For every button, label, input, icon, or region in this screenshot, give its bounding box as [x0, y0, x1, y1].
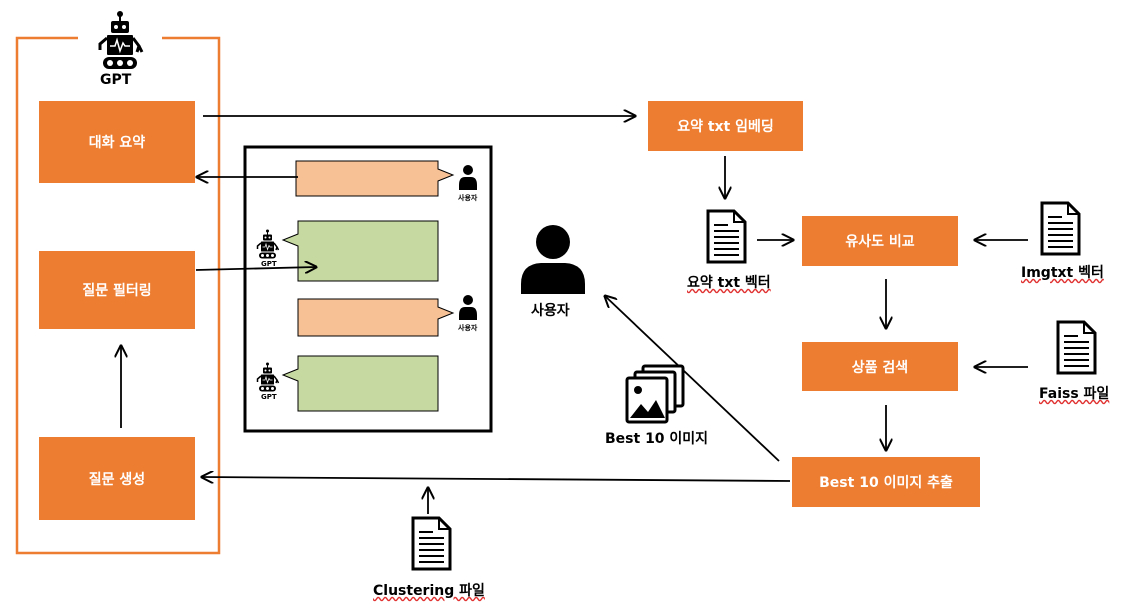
search-box: 상품 검색: [802, 342, 958, 391]
imgtxt-vector-label: Imgtxt 벡터: [1021, 265, 1104, 281]
chat-user-label: 사용자: [458, 324, 478, 332]
generate-box: 질문 생성: [39, 437, 195, 520]
user-label: 사용자: [531, 303, 570, 319]
gpt-label: GPT: [100, 72, 132, 88]
chat-bubble-gpt-2: [281, 355, 439, 412]
extract-box-label: Best 10 이미지 추출: [819, 475, 953, 491]
chat-bubble-user-1: [295, 160, 455, 197]
similarity-box: 유사도 비교: [802, 216, 958, 266]
robot-icon: [98, 11, 144, 69]
user-icon: [521, 225, 585, 294]
clustering-file-label: Clustering 파일: [373, 583, 485, 599]
search-box-label: 상품 검색: [851, 359, 909, 376]
arrow-filter-to-chat: [195, 267, 316, 270]
document-icon: [706, 209, 747, 264]
robot-icon: [256, 229, 280, 259]
summary-box: 대화 요약: [39, 101, 195, 183]
similarity-box-label: 유사도 비교: [845, 234, 915, 250]
filter-box-label: 질문 필터링: [82, 283, 152, 299]
chat-gpt-label: GPT: [261, 260, 277, 268]
faiss-file-label: Faiss 파일: [1039, 386, 1110, 402]
chat-bubble-gpt-1: [281, 220, 439, 282]
document-icon: [411, 516, 452, 571]
best10-images-label: Best 10 이미지: [605, 431, 709, 447]
document-icon: [1056, 320, 1097, 375]
summary-vector-label: 요약 txt 벡터: [687, 275, 771, 291]
robot-icon: [256, 362, 280, 392]
arrow-extract-to-user: [605, 296, 780, 462]
gpt-panel-outline: [15, 36, 221, 555]
filter-box: 질문 필터링: [39, 251, 195, 329]
embed-box-label: 요약 txt 임베딩: [677, 119, 774, 135]
user-icon: [459, 165, 477, 190]
extract-box: Best 10 이미지 추출: [792, 457, 980, 507]
user-icon: [459, 295, 477, 320]
arrow-extract-to-generate: [202, 477, 791, 481]
chat-gpt-label: GPT: [261, 393, 277, 401]
image-stack-icon: [625, 364, 685, 424]
chat-bubble-user-2: [297, 298, 455, 337]
summary-box-label: 대화 요약: [88, 135, 146, 151]
generate-box-label: 질문 생성: [88, 471, 146, 488]
embed-box: 요약 txt 임베딩: [648, 101, 803, 151]
chat-user-label: 사용자: [458, 194, 478, 202]
document-icon: [1040, 201, 1081, 256]
